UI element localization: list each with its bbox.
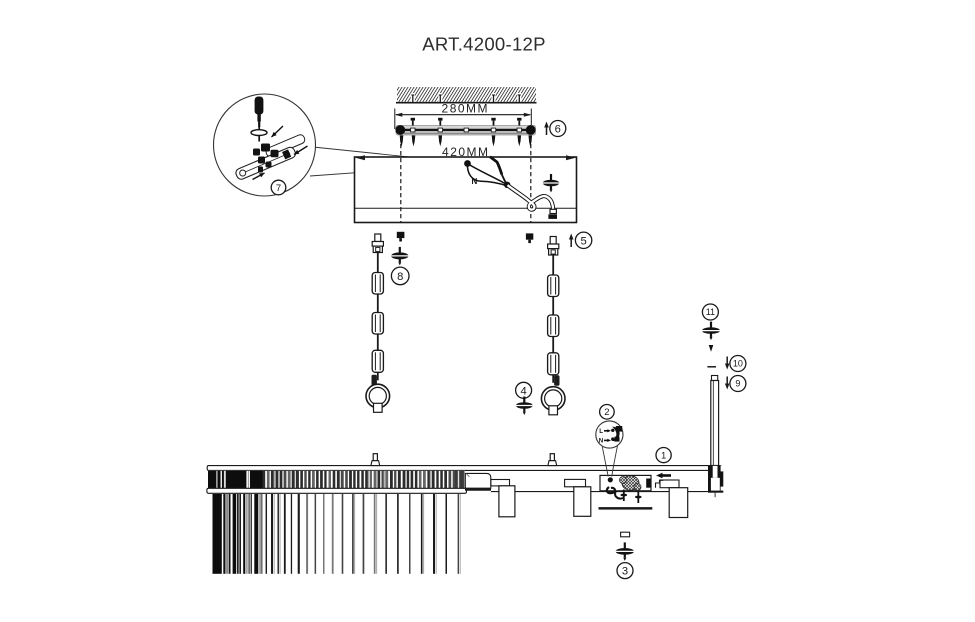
svg-text:N: N <box>472 177 478 186</box>
svg-text:420MM: 420MM <box>442 145 490 159</box>
svg-text:5: 5 <box>580 235 586 247</box>
svg-text:1: 1 <box>661 451 666 462</box>
svg-text:4: 4 <box>520 385 526 397</box>
svg-text:L: L <box>599 428 603 435</box>
svg-text:7: 7 <box>276 183 281 194</box>
svg-text:9: 9 <box>735 379 740 389</box>
svg-text:N: N <box>599 438 604 445</box>
svg-text:3: 3 <box>622 566 628 578</box>
svg-text:11: 11 <box>706 307 715 317</box>
svg-text:6: 6 <box>555 124 561 136</box>
svg-text:10: 10 <box>733 359 743 369</box>
svg-text:8: 8 <box>397 271 403 283</box>
svg-text:2: 2 <box>604 407 609 418</box>
svg-text:280MM: 280MM <box>442 102 490 116</box>
svg-text:ART.4200-12P: ART.4200-12P <box>422 34 546 55</box>
